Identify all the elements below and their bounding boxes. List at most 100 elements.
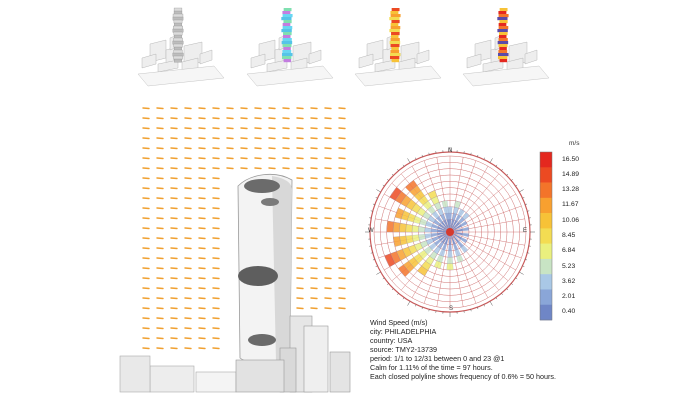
rose-tick — [525, 259, 528, 261]
wind-vector — [142, 297, 150, 300]
wind-vector — [184, 197, 192, 200]
wind-vector — [184, 157, 192, 160]
rose-petal-segment — [441, 200, 448, 208]
wind-vector — [156, 137, 164, 140]
context-block-h — [329, 351, 351, 393]
wind-vector — [142, 277, 150, 280]
wind-vector — [156, 337, 164, 340]
tower-slice — [390, 50, 400, 54]
legend-swatch — [540, 258, 552, 275]
context-mass — [358, 53, 374, 69]
wind-vector-field — [142, 107, 346, 350]
wind-vector — [240, 107, 248, 110]
tower-slice — [172, 13, 184, 18]
wind-vector — [254, 127, 262, 130]
rose-petal-segment — [392, 221, 401, 233]
wind-vector — [282, 117, 290, 120]
legend-color-bar — [539, 151, 553, 321]
tower-slice — [172, 52, 184, 57]
wind-vector — [268, 167, 276, 170]
wind-vector — [184, 227, 192, 230]
wind-vector — [296, 207, 304, 210]
wind-vector — [184, 297, 192, 300]
rose-tick — [382, 277, 385, 280]
rose-tick — [428, 309, 430, 312]
legend-label: 8.45 — [562, 232, 576, 239]
tower-slice — [173, 31, 183, 36]
wind-vector — [142, 207, 150, 210]
wind-vector — [310, 187, 318, 190]
tower-slice — [390, 53, 401, 57]
wind-vector — [170, 347, 178, 350]
rose-petal-segment — [384, 253, 396, 267]
wind-vector — [240, 127, 248, 130]
wind-vector — [324, 267, 332, 270]
tower-slice — [391, 32, 400, 36]
rose-petal-segment — [399, 223, 407, 233]
massing-thumbnail — [354, 8, 442, 87]
wind-vector — [338, 277, 346, 280]
rose-tick — [522, 197, 525, 199]
rose-petal-segment — [446, 263, 454, 270]
tower-slice — [390, 35, 399, 39]
wind-vector — [226, 137, 234, 140]
tower-slice — [282, 14, 293, 18]
rose-tick — [397, 169, 399, 171]
wind-vector — [198, 347, 206, 350]
wind-vector — [310, 197, 318, 200]
wind-vector — [142, 287, 150, 290]
rose-tick — [477, 154, 479, 157]
wind-vector — [212, 317, 220, 320]
wind-vector — [156, 267, 164, 270]
tower-slice — [499, 59, 508, 63]
wind-vector — [184, 247, 192, 250]
wind-vector — [156, 167, 164, 170]
wind-vector — [184, 257, 192, 260]
tower-slice — [281, 17, 292, 21]
legend-swatch — [540, 274, 552, 290]
legend-label: 16.50 — [562, 155, 580, 163]
legend-label: 5.23 — [562, 262, 576, 270]
tower-slice — [283, 47, 291, 51]
tower-slice — [391, 8, 400, 12]
wind-vector — [142, 167, 150, 170]
wind-vector — [310, 177, 318, 180]
rose-petal-segment — [443, 206, 449, 214]
rose-spoke — [449, 205, 522, 233]
wind-vector — [170, 337, 178, 340]
wind-vector — [296, 247, 304, 250]
legend-label: 0.40 — [562, 308, 576, 316]
rose-tick — [370, 210, 373, 212]
rose-tick — [372, 259, 375, 261]
wind-vector — [156, 327, 164, 330]
wind-vector — [296, 267, 304, 270]
wind-vector — [156, 227, 164, 230]
wind-vector — [142, 187, 150, 190]
wind-vector — [170, 147, 178, 150]
tower-opening-top — [244, 179, 280, 193]
wind-vector — [170, 117, 178, 120]
tower-opening-upper — [261, 198, 279, 206]
wind-vector — [212, 247, 220, 250]
rose-petal-segment — [460, 237, 468, 244]
wind-vector — [324, 117, 332, 120]
wind-vector — [170, 317, 178, 320]
wind-vector — [310, 247, 318, 250]
rose-tick — [402, 164, 405, 167]
tower-model — [119, 173, 351, 393]
wind-vector — [254, 167, 262, 170]
rose-spoke — [449, 231, 522, 259]
wind-vector — [184, 177, 192, 180]
rose-tick — [489, 301, 493, 306]
wind-vector — [268, 117, 276, 120]
rose-petal-segment — [448, 244, 452, 252]
wind-vector — [170, 267, 178, 270]
rose-tick — [495, 297, 498, 300]
wind-vector — [212, 327, 220, 330]
wind-vector — [268, 107, 276, 110]
wind-vector — [324, 277, 332, 280]
tower-slice — [498, 44, 508, 48]
wind-vector — [170, 197, 178, 200]
wind-vector — [198, 237, 206, 240]
wind-vector — [198, 267, 206, 270]
